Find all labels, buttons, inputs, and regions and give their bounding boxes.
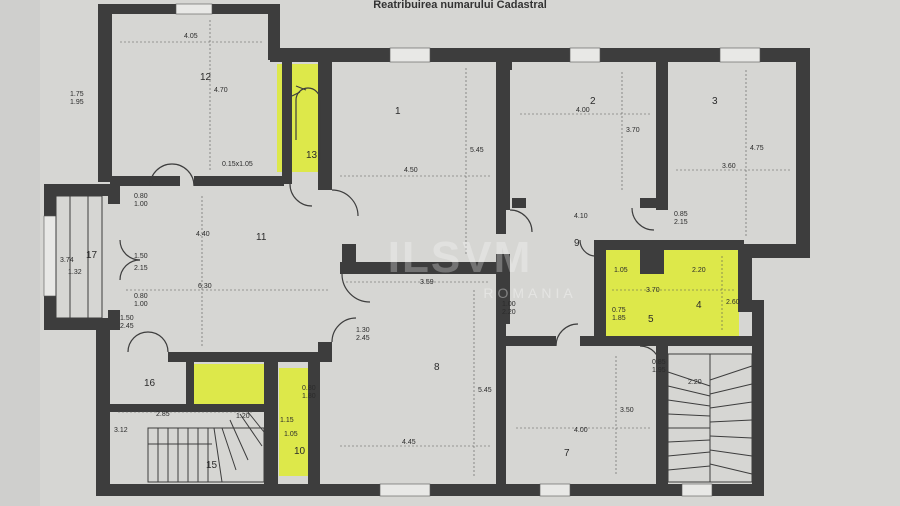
dim-label: 4.70: [214, 87, 228, 94]
room-number-2: 2: [590, 96, 596, 107]
room-number-8: 8: [434, 362, 440, 373]
room-number-16: 16: [144, 378, 156, 389]
watermark-sub: ROMANIA: [483, 285, 576, 301]
dim-label: 2.45: [356, 335, 370, 342]
dim-label: 1.75: [70, 91, 84, 98]
dim-label: 3.12: [114, 427, 128, 434]
dim-label: 3.74: [60, 257, 74, 264]
dim-label: 3.60: [722, 163, 736, 170]
dim-label: 1.30: [356, 327, 370, 334]
dim-label: 1.50: [134, 253, 148, 260]
dimension-labels: 4.05 4.70 0.15x1.05 1.75 1.95 4.50 5.45 …: [60, 33, 764, 446]
dim-label: 1.85: [612, 315, 626, 322]
room-number-3: 3: [712, 96, 718, 107]
room-number-5: 5: [648, 314, 654, 325]
dim-label: 2.85: [156, 411, 170, 418]
dim-label: 1.95: [652, 367, 666, 374]
dim-label: 1.50: [120, 315, 134, 322]
dim-label: 2.15: [134, 265, 148, 272]
dim-label: 5.45: [470, 147, 484, 154]
dim-label: 2.15: [674, 219, 688, 226]
dim-label: 1.05: [614, 267, 628, 274]
highlight-room-10: [279, 368, 309, 476]
dim-label: 0.80: [302, 385, 316, 392]
room-number-9: 9: [574, 238, 580, 249]
dim-label: 0.80: [134, 193, 148, 200]
dim-label: 6.30: [198, 283, 212, 290]
dim-label: 4.40: [196, 231, 210, 238]
dim-label: 4.45: [402, 439, 416, 446]
dim-label: 1.95: [70, 99, 84, 106]
dim-label: 1.32: [68, 269, 82, 276]
door-swings: [119, 163, 661, 367]
dim-label: 3.70: [626, 127, 640, 134]
dim-label: 1.20: [236, 413, 250, 420]
room-number-4: 4: [696, 300, 702, 311]
staircase-15: [147, 411, 265, 483]
highlight-room-4-5: [605, 248, 739, 338]
highlight-storage: [192, 364, 266, 406]
dim-label: 1.00: [502, 301, 516, 308]
dim-label: 1.05: [284, 431, 298, 438]
room-number-11: 11: [256, 232, 267, 243]
dim-label: 0.75: [612, 307, 626, 314]
room-number-1: 1: [395, 106, 401, 117]
dim-label: 4.00: [576, 107, 590, 114]
staircase-13: [291, 85, 321, 160]
dimension-lines: [118, 20, 790, 476]
dim-label: 1.00: [134, 301, 148, 308]
room-number-17: 17: [86, 250, 98, 261]
dim-label: 3.50: [620, 407, 634, 414]
dim-label: 0.85: [674, 211, 688, 218]
dim-label: 0.80: [134, 293, 148, 300]
dim-label: 1.15: [280, 417, 294, 424]
dim-label: 2.20: [502, 309, 516, 316]
dim-label: 0.15x1.05: [222, 161, 253, 168]
dim-label: 3.59: [420, 279, 434, 286]
dim-label: 1.00: [134, 201, 148, 208]
dim-label: 4.75: [750, 145, 764, 152]
room-number-13: 13: [306, 150, 318, 161]
dim-label: 2.20: [692, 267, 706, 274]
dim-label: 4.10: [574, 213, 588, 220]
staircase-right: [667, 353, 753, 483]
room-number-15: 15: [206, 460, 218, 471]
room-numbers: 12 13 1 2 3 9 4 5 11 17 8 7 16 15 10: [86, 72, 718, 471]
watermark-brand: ILSVM: [388, 233, 532, 282]
dim-label: 2.45: [120, 323, 134, 330]
dim-label: 2.60: [726, 299, 740, 306]
room-number-12: 12: [200, 72, 212, 83]
dim-label: 4.05: [184, 33, 198, 40]
page-title: Reatribuirea numarului Cadastral: [373, 0, 547, 11]
windows: [43, 3, 761, 497]
dim-label: 3.70: [646, 287, 660, 294]
room-number-7: 7: [564, 448, 570, 459]
room-number-10: 10: [294, 446, 306, 457]
dim-label: 1.80: [302, 393, 316, 400]
dim-label: 0.85: [652, 359, 666, 366]
dim-label: 4.50: [404, 167, 418, 174]
dim-label: 4.00: [574, 427, 588, 434]
dim-label: 2.20: [688, 379, 702, 386]
bay-window-17: [55, 195, 103, 319]
dim-label: 5.45: [478, 387, 492, 394]
